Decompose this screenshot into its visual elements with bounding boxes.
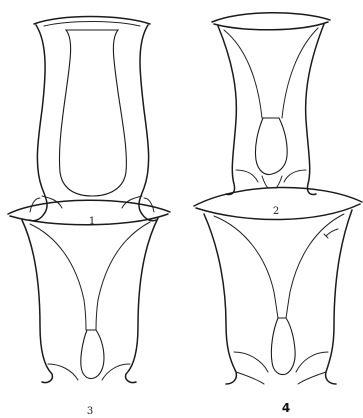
panel-4: 4 <box>194 187 362 415</box>
panel-1-cavity <box>59 30 126 196</box>
panel-1-right-wall <box>139 25 156 221</box>
panel-2-right-funnel <box>282 28 318 118</box>
panel-2-left-wall <box>218 26 236 195</box>
panel-2-inner-right <box>276 176 282 188</box>
panel-4-lower-left <box>236 372 264 384</box>
panel-4-cavity <box>271 318 295 375</box>
panel-3-top-rim <box>8 200 170 214</box>
panel-4-right-wall <box>326 210 352 384</box>
panel-2-inner-left <box>262 176 268 188</box>
panel-4-right-flap <box>296 352 328 372</box>
panel-2: 2 <box>212 13 330 217</box>
panel-1: 1 <box>30 17 156 228</box>
panel-3-left-wall <box>22 220 52 383</box>
panel-2-top-rim <box>212 13 330 22</box>
panel-3: 3 <box>8 200 170 417</box>
panel-2-cavity <box>255 118 287 174</box>
panel-2-top-rim-lower <box>214 22 328 30</box>
panel-2-label: 2 <box>273 206 279 217</box>
panel-3-right-wall <box>126 218 158 383</box>
panel-1-top-rim-inner <box>44 22 140 27</box>
panel-4-lower-right <box>298 372 326 384</box>
panel-2-left-funnel <box>224 30 262 118</box>
panel-4-left-wall <box>204 214 236 384</box>
panel-4-left-funnel <box>214 216 278 318</box>
panel-4-arrow-mark <box>326 229 338 236</box>
panel-3-cavity <box>81 330 104 379</box>
panel-1-top-rim <box>34 17 150 25</box>
panel-2-right-flap <box>284 170 306 182</box>
panel-4-label: 4 <box>282 401 290 415</box>
panel-2-right-wall <box>306 24 324 195</box>
panel-3-label: 3 <box>87 406 93 417</box>
panel-2-left-flap <box>236 170 258 182</box>
panel-3-left-funnel <box>30 224 86 330</box>
panel-1-left-wall <box>30 25 47 221</box>
panel-4-left-flap <box>234 352 268 372</box>
panel-4-top-rim <box>194 187 362 206</box>
